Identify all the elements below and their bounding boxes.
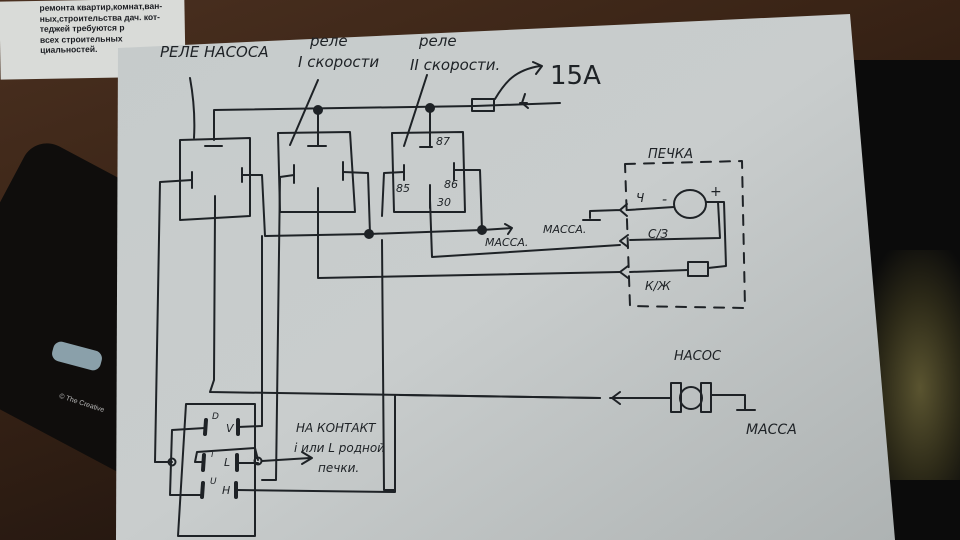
plus-terminal <box>519 93 529 109</box>
label-heater: ПЕЧКА <box>648 147 693 162</box>
fuse-arrow <box>494 61 543 100</box>
note-line-2: i или L родной <box>294 441 385 455</box>
wire-pump-feed <box>399 394 601 399</box>
label-wire-white-black: С/З <box>648 227 668 241</box>
pump-rotor-icon <box>679 386 703 410</box>
junction-switch-left <box>167 457 177 467</box>
switch-pin-h: H <box>222 484 230 497</box>
label-pump-relay: РЕЛЕ НАСОСА <box>160 43 269 61</box>
heater-motor-icon <box>673 189 707 219</box>
label-ground-relay: МАССА. <box>485 236 528 249</box>
note-line-3: печки. <box>318 461 359 475</box>
label-speed2-relay-bottom: II скорости. <box>410 56 500 74</box>
label-wire-red-yellow: К/Ж <box>645 279 672 293</box>
label-ground-heater: МАССА. <box>543 223 586 236</box>
relay-pump-pointer <box>189 77 196 139</box>
label-wire-yellow: Ч <box>636 191 644 205</box>
label-pump: НАСОС <box>674 349 722 364</box>
switch-pin-l: L <box>224 456 230 469</box>
relay-speed1-pointer <box>289 79 319 146</box>
heater-dashed-boundary <box>624 160 746 309</box>
relay-pump-body <box>179 137 251 221</box>
switch-pin-i: i <box>211 450 214 460</box>
relay-pin-85: 85 <box>396 182 410 195</box>
relay-pin-87: 87 <box>436 135 450 148</box>
paper-sheet <box>116 14 895 540</box>
label-motor-minus: - <box>662 192 667 208</box>
connector-y <box>582 203 628 221</box>
wire-relay2-30 <box>317 199 621 279</box>
label-speed2-relay-top: реле <box>418 32 457 50</box>
wire-relay3-30 <box>429 199 621 258</box>
note-line-1: НА КОНТАКТ <box>296 421 377 435</box>
label-speed1-relay-top: реле <box>309 32 348 50</box>
label-speed1-relay-bottom: I скорости <box>298 53 379 71</box>
relay-pin-30: 30 <box>437 196 451 209</box>
switch-wiring <box>154 235 396 496</box>
relay-speed2-body <box>391 131 466 213</box>
heater-switch-body <box>177 403 256 537</box>
relay-pin-86: 86 <box>444 178 458 191</box>
wire-main-supply <box>213 102 561 141</box>
heater-motor-wires <box>627 201 727 269</box>
pump-wires <box>609 391 756 411</box>
switch-pin-u: U <box>210 477 217 487</box>
wire-relay2-left <box>261 174 295 481</box>
label-fuse-rating: 15А <box>550 61 601 91</box>
wire-relay3-86 <box>453 169 483 231</box>
arrow-to-native-heater <box>261 451 313 465</box>
label-motor-plus: + <box>710 184 722 200</box>
connector-sz <box>619 234 629 248</box>
label-pump-ground: МАССА <box>746 422 797 438</box>
switch-pin-v: V <box>226 422 235 435</box>
wire-relay3-85 <box>381 171 405 491</box>
wire-kzh <box>629 269 689 273</box>
wire-relay2-right <box>342 171 371 235</box>
connector-kzh <box>619 265 629 279</box>
fuse-icon <box>471 98 495 112</box>
switch-pin-d: D <box>212 412 219 422</box>
relay-speed2-pointer <box>403 74 428 147</box>
